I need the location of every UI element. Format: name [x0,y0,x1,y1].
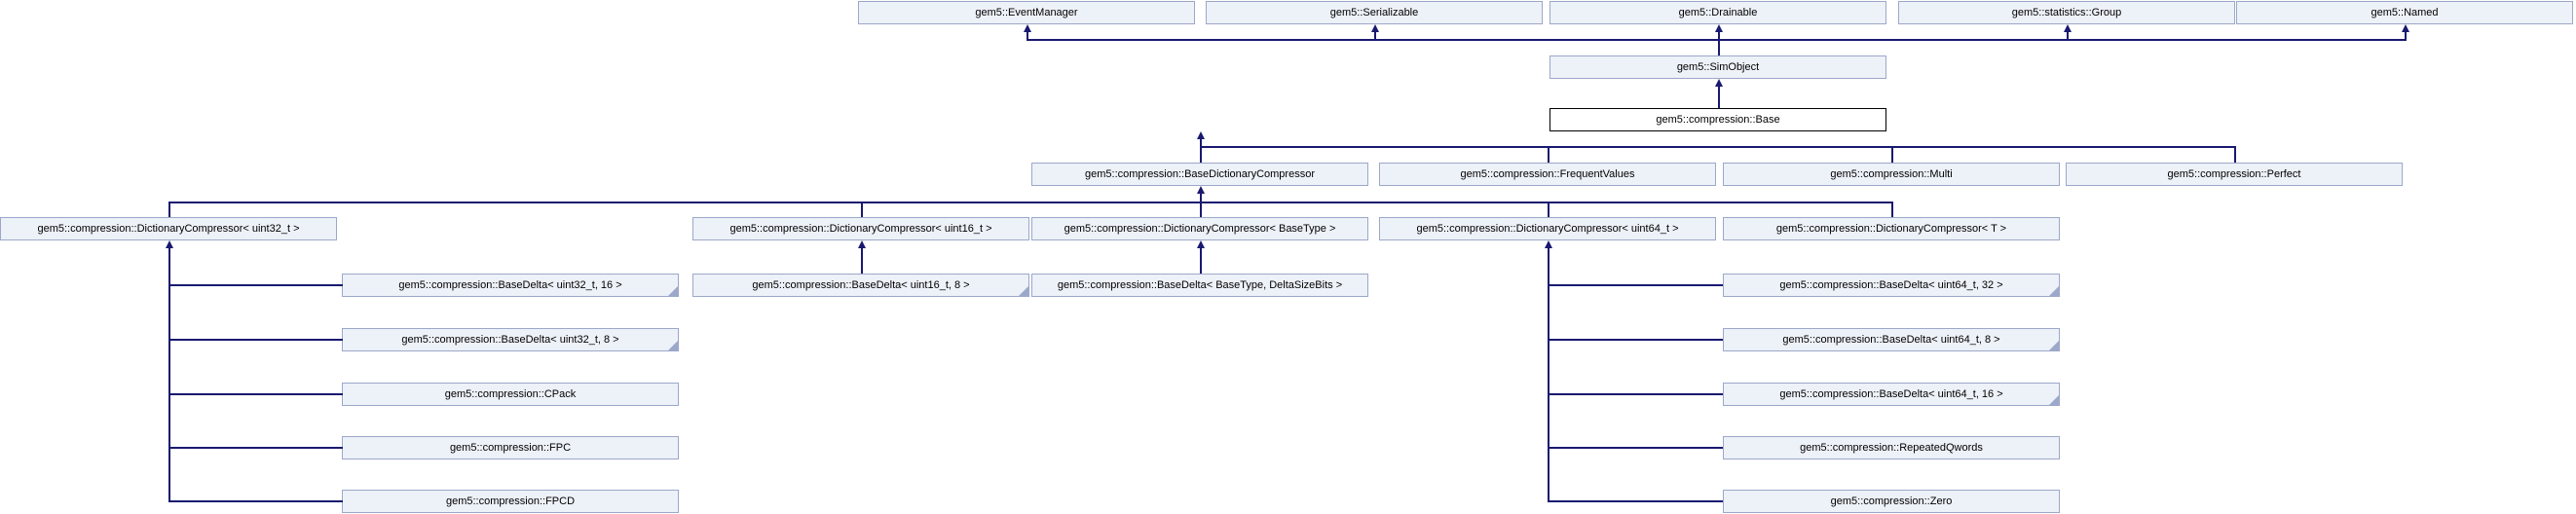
edge-branch [168,447,343,449]
edge-segment [2405,32,2407,39]
class-node-basedelta-uint16-8[interactable]: gem5::compression::BaseDelta< uint16_t, … [692,274,1029,297]
edge-arrowhead [2402,24,2409,32]
edge-segment [168,202,170,217]
class-node-serializable[interactable]: gem5::Serializable [1206,1,1543,24]
truncation-corner-icon [2049,341,2059,350]
edge-arrowhead [858,240,866,248]
edge-trunk-uint64-children [1548,248,1549,502]
class-node-fpcd[interactable]: gem5::compression::FPCD [342,490,679,513]
truncation-corner-icon [2049,286,2059,296]
edge-arrowhead [1545,240,1552,248]
edge-arrowhead [166,240,173,248]
edge-segment [1200,139,1202,163]
class-node-perfect[interactable]: gem5::compression::Perfect [2066,163,2403,186]
edge-segment [1548,202,1549,217]
class-node-compression-base: gem5::compression::Base [1549,108,1886,131]
class-node-repeatedqwords[interactable]: gem5::compression::RepeatedQwords [1723,436,2060,459]
truncation-corner-icon [2049,395,2059,405]
edge-trunk-bdc-children [168,202,1893,203]
class-node-basedelta-uint32-8[interactable]: gem5::compression::BaseDelta< uint32_t, … [342,328,679,351]
edge-arrowhead [2064,24,2072,32]
edge-branch [1548,339,1723,341]
edge-arrowhead [1197,186,1205,194]
edge-arrowhead [1371,24,1379,32]
class-node-zero[interactable]: gem5::compression::Zero [1723,490,2060,513]
class-node-frequentvalues[interactable]: gem5::compression::FrequentValues [1379,163,1716,186]
class-node-dictionarycompressor-t[interactable]: gem5::compression::DictionaryCompressor<… [1723,217,2060,240]
edge-segment [1200,248,1202,274]
class-node-dictionarycompressor-uint16[interactable]: gem5::compression::DictionaryCompressor<… [692,217,1029,240]
class-node-basedelta-uint32-16[interactable]: gem5::compression::BaseDelta< uint32_t, … [342,274,679,297]
edge-branch [168,284,343,286]
edge-arrowhead [1197,131,1205,139]
edge-segment [2067,32,2069,39]
class-node-dictionarycompressor-uint32[interactable]: gem5::compression::DictionaryCompressor<… [0,217,337,240]
class-node-basedelta-basetype-deltasizebits[interactable]: gem5::compression::BaseDelta< BaseType, … [1031,274,1368,297]
class-node-statistics-group[interactable]: gem5::statistics::Group [1898,1,2235,24]
class-node-basedictionarycompressor[interactable]: gem5::compression::BaseDictionaryCompres… [1031,163,1368,186]
edge-arrowhead [1715,79,1723,87]
class-node-dictionarycompressor-uint64[interactable]: gem5::compression::DictionaryCompressor<… [1379,217,1716,240]
edge-arrowhead [1197,240,1205,248]
class-node-eventmanager[interactable]: gem5::EventManager [858,1,1195,24]
edge-segment [861,248,863,274]
edge-arrowhead [1024,24,1031,32]
class-node-named[interactable]: gem5::Named [2236,1,2573,24]
edge-branch [1548,500,1723,502]
edge-segment [861,202,863,217]
class-node-fpc[interactable]: gem5::compression::FPC [342,436,679,459]
class-node-basedelta-uint64-8[interactable]: gem5::compression::BaseDelta< uint64_t, … [1723,328,2060,351]
edge-branch [1548,447,1723,449]
class-node-cpack[interactable]: gem5::compression::CPack [342,383,679,406]
edge-segment [1718,39,1720,55]
edge-segment [1548,146,1549,163]
class-node-dictionarycompressor-basetype[interactable]: gem5::compression::DictionaryCompressor<… [1031,217,1368,240]
edge-segment [1891,146,1893,163]
edge-branch [168,500,343,502]
truncation-corner-icon [668,341,678,350]
edge-trunk-base-children [1200,146,2236,148]
edge-trunk-simobject-parents [1027,39,2407,41]
edge-segment [1200,194,1202,217]
class-node-multi[interactable]: gem5::compression::Multi [1723,163,2060,186]
edge-segment [1027,32,1028,39]
edge-trunk-uint32-children [168,248,170,502]
edge-segment [1718,32,1720,39]
edge-branch [168,339,343,341]
edge-segment [1891,202,1893,217]
edge-arrowhead [1715,24,1723,32]
edge-branch [1548,284,1723,286]
class-node-simobject[interactable]: gem5::SimObject [1549,55,1886,79]
edge-branch [168,393,343,395]
truncation-corner-icon [668,286,678,296]
class-node-basedelta-uint64-16[interactable]: gem5::compression::BaseDelta< uint64_t, … [1723,383,2060,406]
edge-segment [1374,32,1376,39]
truncation-corner-icon [1019,286,1028,296]
edge-segment [2234,146,2236,163]
class-node-basedelta-uint64-32[interactable]: gem5::compression::BaseDelta< uint64_t, … [1723,274,2060,297]
class-node-drainable[interactable]: gem5::Drainable [1549,1,1886,24]
edge-branch [1548,393,1723,395]
edge-base-simobject [1718,87,1720,108]
